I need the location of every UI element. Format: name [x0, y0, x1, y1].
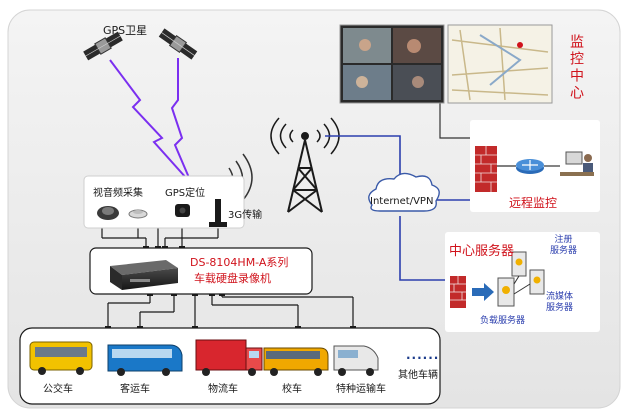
firewall-icon: [475, 146, 497, 192]
vehicle-label-special: 特种运输车: [336, 384, 386, 395]
server-box: [445, 232, 600, 332]
gps-satellite-icon: [83, 28, 198, 61]
map-screen: [447, 24, 553, 104]
operator-workstation-icon: [560, 151, 594, 176]
load-server-icon: [497, 277, 515, 307]
server-links: [513, 275, 531, 295]
3g-antenna-icon: [209, 199, 227, 227]
monitor-center-label: 监控中心: [568, 34, 584, 102]
server-firewall-icon: [450, 276, 466, 308]
surveillance-screens: [339, 24, 445, 104]
internet-vpn-label: Internet/VPN: [370, 196, 434, 207]
cell-tower-icon: [270, 117, 340, 213]
vehicle-label-truck: 物流车: [208, 384, 238, 395]
media-server-icon: [529, 269, 545, 295]
camera-icon: [97, 206, 119, 220]
network-wires: [325, 135, 472, 281]
register-server-icon: [511, 251, 527, 277]
gps-receiver-icon: [175, 204, 190, 217]
central-server-label: 中心服务器: [449, 244, 515, 259]
3g-transmission-label: 3G传输: [228, 210, 263, 221]
bus-icon: [29, 341, 93, 375]
vehicle-label-bus: 公交车: [43, 384, 73, 395]
coach-icon: [107, 344, 183, 376]
school-bus-icon: [263, 347, 329, 376]
other-vehicles-label: 其他车辆: [398, 370, 438, 381]
microphone-icon: [128, 209, 148, 219]
dvr-model-label: DS-8104HM-A系列: [190, 256, 289, 269]
dvr-icon: [110, 260, 178, 290]
media-server-label: 流媒体 服务器: [546, 292, 574, 313]
remote-monitoring-label: 远程监控: [509, 196, 558, 210]
satellite-link-lightning: [109, 58, 191, 181]
vehicle-label-school-bus: 校车: [282, 384, 302, 395]
router-icon: [516, 159, 544, 174]
internet-cloud-icon: [368, 172, 440, 212]
dvr-to-vehicle-wires: [107, 295, 354, 328]
monitor-connector: [439, 98, 470, 139]
gps-positioning-label: GPS定位: [165, 188, 206, 199]
vehicle-label-coach: 客运车: [120, 384, 150, 395]
dvr-name-label: 车载硬盘录像机: [194, 272, 271, 285]
special-vehicle-icon: [333, 345, 379, 376]
load-server-label: 负载服务器: [480, 316, 526, 326]
register-server-label: 注册 服务器: [550, 235, 578, 256]
collector-box: [83, 175, 245, 229]
more-vehicles-dots: ......: [406, 348, 440, 362]
gps-satellite-label: GPS卫星: [103, 24, 148, 37]
av-capture-label: 视音频采集: [93, 188, 143, 199]
truck-icon: [195, 339, 263, 376]
arrow-icon: [472, 283, 494, 301]
